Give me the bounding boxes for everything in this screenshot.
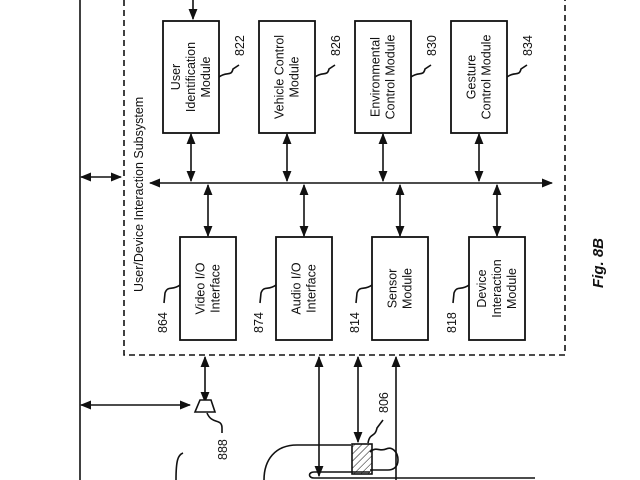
user-identification-module-label-line: User bbox=[169, 64, 183, 90]
user-identification-module-box bbox=[162, 20, 220, 134]
audio-io-interface-ref: 874 bbox=[252, 312, 266, 333]
video-io-interface-label-line: Video I/O bbox=[194, 262, 208, 314]
subsystem-boundary bbox=[123, 0, 566, 356]
device-interaction-module-label-line: Device bbox=[475, 269, 489, 307]
gesture-control-module-leader bbox=[506, 64, 528, 78]
video-io-interface-label-line: Interface bbox=[209, 264, 223, 313]
device-strap bbox=[369, 447, 399, 471]
device-base-outline bbox=[308, 471, 535, 479]
environmental-control-module-label-line: Environmental bbox=[369, 37, 383, 117]
cable-stub bbox=[175, 452, 184, 480]
device-interaction-module-label-line: Module bbox=[505, 268, 519, 309]
environmental-control-module-leader bbox=[410, 64, 432, 78]
environmental-control-module-box bbox=[354, 20, 412, 134]
video-io-interface-box bbox=[179, 236, 237, 341]
video-io-interface-ref: 864 bbox=[156, 312, 170, 333]
audio-io-interface-leader bbox=[259, 284, 277, 304]
sensor-module-leader bbox=[355, 284, 373, 304]
figure-label: Fig. 8B bbox=[590, 238, 607, 288]
connector-888-ref: 888 bbox=[216, 439, 230, 460]
connector-888-leader bbox=[206, 412, 223, 433]
subsystem-title: User/Device Interaction Subsystem bbox=[132, 97, 146, 292]
sensor-module-box bbox=[371, 236, 429, 341]
audio-io-interface-label-line: Audio I/O bbox=[290, 262, 304, 314]
environmental-control-module-ref: 830 bbox=[425, 35, 439, 56]
sensor-module-label-line: Sensor bbox=[386, 269, 400, 309]
audio-io-interface-label-line: Interface bbox=[305, 264, 319, 313]
user-identification-module-label-line: Identification bbox=[184, 42, 198, 112]
vehicle-control-module-label-line: Vehicle Control bbox=[273, 35, 287, 119]
environmental-control-module-label-line: Control Module bbox=[384, 35, 398, 120]
user-identification-module-ref: 822 bbox=[233, 35, 247, 56]
vehicle-control-module-ref: 826 bbox=[329, 35, 343, 56]
user-identification-module-leader bbox=[218, 64, 240, 78]
sensor-device-806 bbox=[351, 443, 373, 475]
device-interaction-module-leader bbox=[452, 284, 470, 304]
device-outline bbox=[263, 444, 351, 480]
gesture-control-module-ref: 834 bbox=[521, 35, 535, 56]
sensor-module-ref: 814 bbox=[348, 312, 362, 333]
gesture-control-module-label-line: Gesture bbox=[465, 55, 479, 100]
vehicle-control-module-label-line: Module bbox=[288, 56, 302, 97]
vehicle-control-module-leader bbox=[314, 64, 336, 78]
gesture-control-module-label-line: Control Module bbox=[480, 35, 494, 120]
sensor-device-806-ref: 806 bbox=[377, 392, 391, 413]
sensor-device-806-leader bbox=[367, 419, 384, 444]
audio-io-interface-box bbox=[275, 236, 333, 341]
connector-888-shape bbox=[193, 399, 217, 413]
device-interaction-module-ref: 818 bbox=[445, 312, 459, 333]
user-identification-module-label-line: Module bbox=[199, 56, 213, 97]
device-interaction-module-label-line: Interaction bbox=[490, 259, 504, 317]
video-io-interface-leader bbox=[163, 284, 181, 304]
sensor-module-label-line: Module bbox=[401, 268, 415, 309]
